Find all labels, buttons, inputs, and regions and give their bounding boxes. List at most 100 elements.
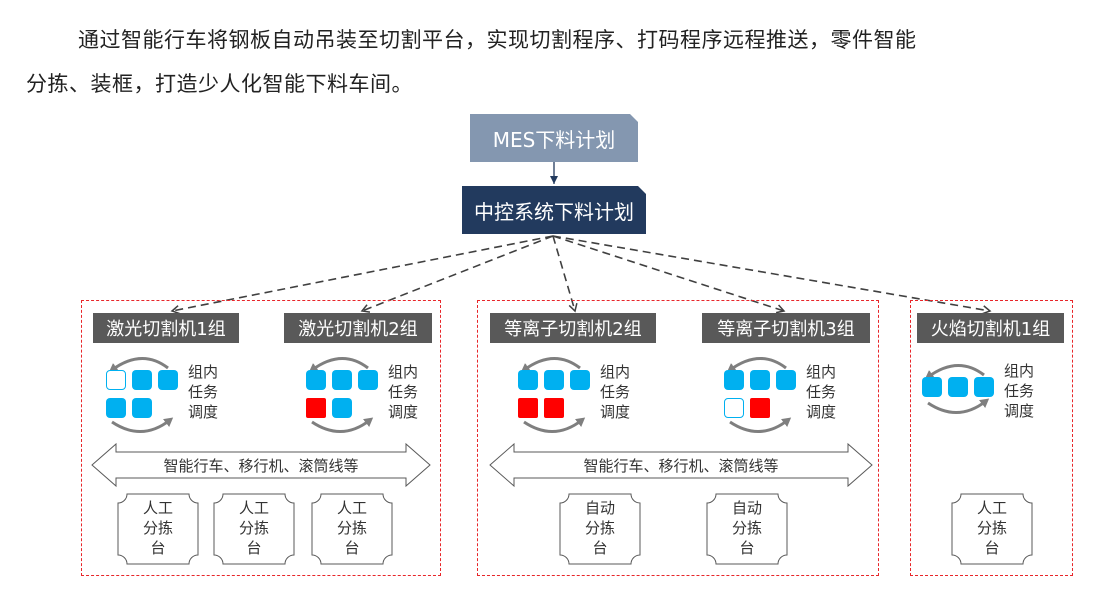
- intro-paragraph: 通过智能行车将钢板自动吊装至切割平台，实现切割程序、打码程序远程推送，零件智能 …: [26, 18, 1086, 106]
- schedule-label-line: 组内: [806, 363, 837, 381]
- sorting-station: 人工分拣台: [214, 498, 294, 558]
- conveyor-arrow-plasma: [489, 442, 873, 488]
- sorting-station: 自动分拣台: [707, 498, 787, 558]
- conveyor-arrow-laser: [91, 442, 431, 488]
- sorting-station-label-line: 自动: [584, 499, 615, 517]
- sorting-station-label-line: 分拣: [142, 519, 173, 537]
- flame-group-box: [910, 300, 1073, 576]
- sorting-station-shape: [951, 493, 1033, 565]
- sorting-station-label-line: 分拣: [976, 519, 1007, 537]
- rotate-arrow-icon: [111, 417, 174, 433]
- task-tile-red: [518, 398, 538, 418]
- task-tile-blue: [750, 370, 770, 390]
- sorting-station-label-line: 台: [344, 539, 360, 557]
- sorting-station-label-line: 台: [739, 539, 755, 557]
- task-tile-blue: [332, 370, 352, 390]
- machine-title-laser-1: 激光切割机1组: [93, 313, 239, 343]
- machine-title-plasma-2: 等离子切割机2组: [490, 313, 656, 343]
- sorting-station-label-line: 分拣: [731, 519, 762, 537]
- schedule-label-line: 调度: [1004, 402, 1035, 420]
- task-tile-blue: [518, 370, 538, 390]
- task-tile-blue: [948, 377, 968, 397]
- rotate-arrow-icon: [924, 364, 985, 380]
- sorting-station-label-line: 台: [150, 539, 166, 557]
- control-plan-box: 中控系统下料计划: [462, 186, 646, 234]
- rotate-arrow-icon: [308, 357, 369, 373]
- schedule-label: 组内任务调度: [188, 362, 222, 422]
- sorting-station-label-line: 台: [592, 539, 608, 557]
- sorting-station-label-line: 台: [246, 539, 262, 557]
- schedule-label: 组内任务调度: [1004, 361, 1038, 421]
- sorting-station-label-line: 分拣: [336, 519, 367, 537]
- task-tile-blue: [358, 370, 378, 390]
- schedule-label-line: 任务: [806, 383, 837, 401]
- sorting-station: 人工分拣台: [118, 498, 198, 558]
- rotate-arrow-icon: [108, 357, 169, 373]
- rotate-arrow-icon: [927, 398, 990, 414]
- task-tile-blue: [332, 398, 352, 418]
- task-tile-empty: [106, 370, 126, 390]
- task-tile-blue: [724, 370, 744, 390]
- machine-title-flame-1: 火焰切割机1组: [917, 313, 1064, 343]
- laser-group-box: [81, 300, 441, 576]
- sorting-station-label-line: 人工: [238, 499, 269, 517]
- dispatch-arrow-plasma-2: [552, 235, 578, 313]
- sorting-station-label-line: 分拣: [584, 519, 615, 537]
- intro-line-1: 通过智能行车将钢板自动吊装至切割平台，实现切割程序、打码程序远程推送，零件智能: [78, 28, 917, 52]
- sorting-station-label-line: 人工: [976, 499, 1007, 517]
- rotate-arrow-icon: [520, 357, 581, 373]
- sorting-station-label-line: 人工: [336, 499, 367, 517]
- schedule-label-line: 组内: [600, 363, 631, 381]
- dispatch-arrow-flame-1: [552, 235, 992, 315]
- schedule-label: 组内任务调度: [806, 362, 840, 422]
- schedule-label-line: 任务: [388, 383, 419, 401]
- sorting-station-shape: [706, 493, 788, 565]
- sorting-station-shape: [311, 493, 393, 565]
- task-tile-empty: [724, 398, 744, 418]
- task-tile-blue: [306, 370, 326, 390]
- task-tile-blue: [922, 377, 942, 397]
- schedule-label-line: 任务: [1004, 382, 1035, 400]
- sorting-station: 人工分拣台: [312, 498, 392, 558]
- dispatch-arrow-plasma-3: [552, 235, 786, 314]
- sorting-station-label-line: 自动: [731, 499, 762, 517]
- schedule-label-line: 任务: [188, 383, 219, 401]
- intro-line-2: 分拣、装框，打造少人化智能下料车间。: [26, 72, 413, 96]
- task-tile-blue: [776, 370, 796, 390]
- schedule-label-line: 任务: [600, 383, 631, 401]
- conveyor-label-plasma: 智能行车、移行机、滚筒线等: [583, 457, 779, 475]
- dispatch-arrow-laser-2: [360, 235, 554, 313]
- schedule-label: 组内任务调度: [600, 362, 634, 422]
- schedule-label-line: 调度: [188, 403, 219, 421]
- schedule-label-line: 组内: [1004, 362, 1035, 380]
- sorting-station-shape: [559, 493, 641, 565]
- schedule-label-line: 组内: [388, 363, 419, 381]
- machine-title-laser-2: 激光切割机2组: [284, 313, 432, 343]
- rotate-arrow-icon: [726, 357, 787, 373]
- sorting-station-shape: [213, 493, 295, 565]
- sorting-station-label-line: 人工: [142, 499, 173, 517]
- schedule-label-line: 组内: [188, 363, 219, 381]
- task-tile-blue: [106, 398, 126, 418]
- schedule-label-line: 调度: [600, 403, 631, 421]
- mes-plan-box: MES下料计划: [470, 114, 638, 162]
- task-tile-blue: [132, 370, 152, 390]
- conveyor-label-laser: 智能行车、移行机、滚筒线等: [163, 457, 359, 475]
- rotate-arrow-icon: [729, 417, 792, 433]
- sorting-station-shape: [117, 493, 199, 565]
- sorting-station-label-line: 台: [984, 539, 1000, 557]
- plasma-group-box: [477, 300, 879, 576]
- schedule-label-line: 调度: [806, 403, 837, 421]
- rotate-arrow-icon: [523, 417, 586, 433]
- task-tile-red: [544, 398, 564, 418]
- schedule-label-line: 调度: [388, 403, 419, 421]
- sorting-station: 人工分拣台: [952, 498, 1032, 558]
- task-tile-blue: [544, 370, 564, 390]
- task-tile-blue: [132, 398, 152, 418]
- rotate-arrow-icon: [311, 417, 374, 433]
- sorting-station: 自动分拣台: [560, 498, 640, 558]
- task-tile-blue: [974, 377, 994, 397]
- sorting-station-label-line: 分拣: [238, 519, 269, 537]
- task-tile-red: [750, 398, 770, 418]
